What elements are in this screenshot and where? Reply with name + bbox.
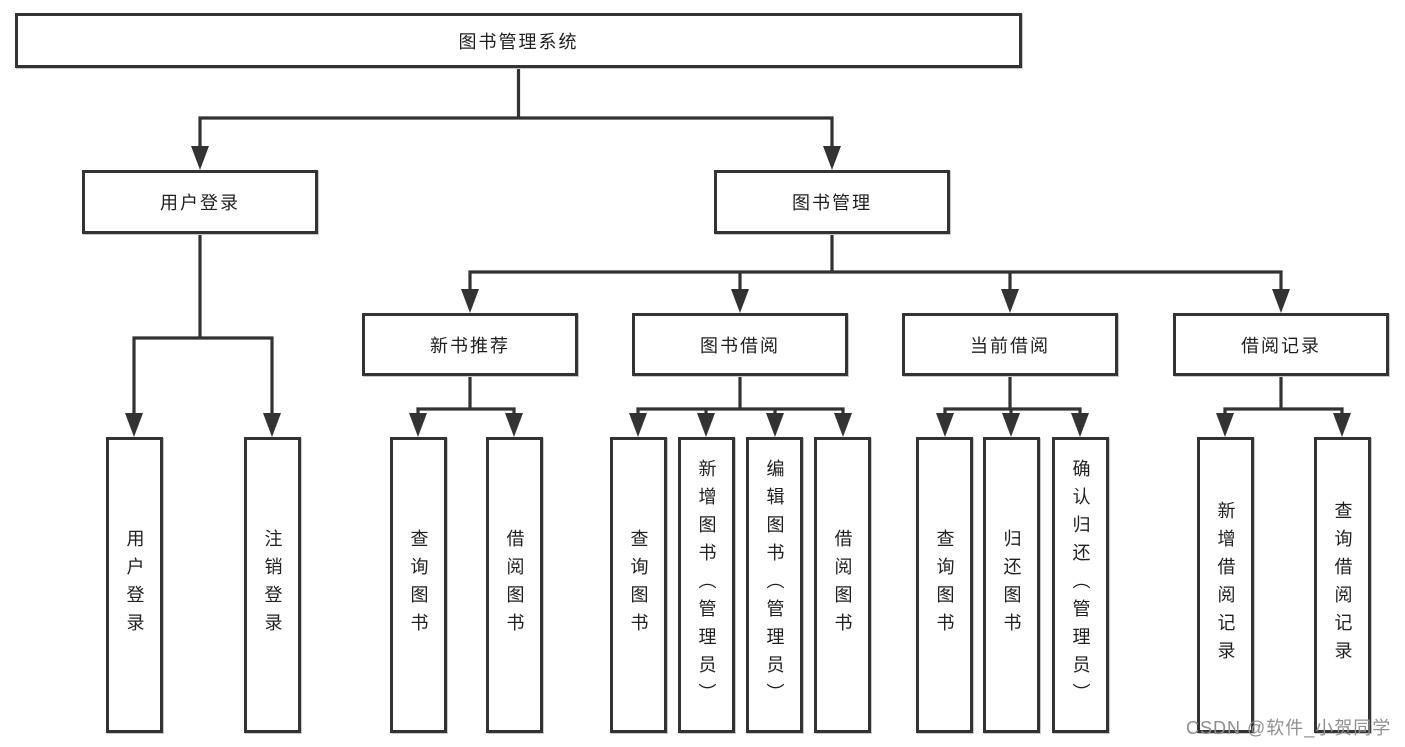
node-new-book-recommendation: 新书推荐 (362, 313, 578, 376)
leaf-query-books-current: 查询图书 (916, 437, 973, 733)
arrowhead-leaf-confirm-return (1071, 413, 1089, 437)
arrowhead-new-book-recommendation (461, 289, 479, 313)
connector-user-login-split (132, 234, 274, 417)
leaf-logout: 注销登录 (244, 437, 301, 733)
leaf-query-books-borrowing: 查询图书 (610, 437, 667, 733)
leaf-add-borrow-record: 新增借阅记录 (1197, 437, 1254, 733)
arrowhead-leaf-user-login (125, 413, 143, 437)
arrowhead-current-borrowing (1001, 289, 1019, 313)
connector-book-management-split (468, 234, 1283, 294)
arrowhead-leaf-query-books-a (409, 413, 427, 437)
arrowhead-leaf-query-books-b (629, 413, 647, 437)
arrowhead-leaf-logout (263, 413, 281, 437)
node-current-borrowing: 当前借阅 (902, 313, 1118, 376)
node-borrowing-records: 借阅记录 (1173, 313, 1389, 376)
leaf-user-login: 用户登录 (106, 437, 163, 733)
node-root-system: 图书管理系统 (15, 13, 1022, 68)
arrowhead-leaf-query-books-c (936, 413, 954, 437)
leaf-confirm-return-admin: 确认归还（管理员） (1052, 437, 1109, 733)
connector-root-split (198, 68, 834, 150)
leaf-query-books-recommendation: 查询图书 (390, 437, 447, 733)
arrowhead-leaf-add-book (697, 413, 715, 437)
csdn-watermark: CSDN @软件_小贺同学 (1186, 718, 1392, 738)
arrowhead-leaf-return-book (1002, 413, 1020, 437)
leaf-add-book-admin: 新增图书（管理员） (678, 437, 735, 733)
connector-new-book-recommendation-split (416, 376, 516, 417)
arrowhead-user-login (191, 146, 209, 170)
leaf-borrow-books-recommendation: 借阅图书 (486, 437, 543, 733)
leaf-return-book: 归还图书 (983, 437, 1040, 733)
connector-book-borrowing-split (636, 376, 845, 417)
leaf-borrow-books-borrowing: 借阅图书 (814, 437, 871, 733)
node-book-borrowing: 图书借阅 (632, 313, 848, 376)
arrowhead-leaf-add-borrow-record (1216, 413, 1234, 437)
arrowhead-book-management (823, 146, 841, 170)
arrowhead-leaf-borrow-books-b (834, 413, 852, 437)
arrowhead-borrowing-records (1272, 289, 1290, 313)
leaf-query-borrow-record: 查询借阅记录 (1314, 437, 1371, 733)
node-user-login: 用户登录 (82, 170, 318, 234)
arrowhead-leaf-borrow-books-a (505, 413, 523, 437)
node-book-management: 图书管理 (714, 170, 950, 234)
arrowhead-leaf-edit-book (766, 413, 784, 437)
leaf-edit-book-admin: 编辑图书（管理员） (746, 437, 803, 733)
connector-current-borrowing-split (943, 376, 1082, 417)
arrowhead-book-borrowing (731, 289, 749, 313)
arrowhead-leaf-query-borrow-record (1333, 413, 1351, 437)
connector-borrowing-records-split (1223, 376, 1344, 417)
